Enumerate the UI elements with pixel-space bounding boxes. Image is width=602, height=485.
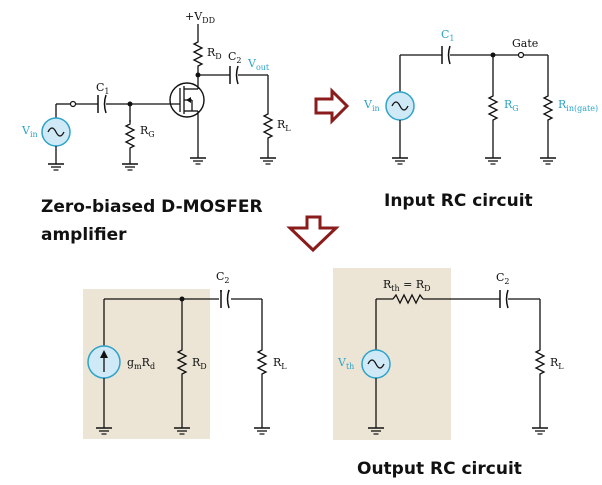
load-resistor — [257, 345, 267, 379]
input-terminal — [69, 100, 77, 108]
caption-amplifier: amplifier — [41, 225, 127, 245]
ground-icon — [253, 421, 271, 435]
right-arrow-icon — [314, 87, 350, 125]
ground-icon — [47, 157, 65, 171]
output-equivalent-current: gmRd RD C2 RL — [87, 270, 287, 435]
vth-label: Vth — [337, 356, 354, 371]
rg-label: RG — [140, 124, 155, 139]
input-rc-circuit: C1 Gate RG Rin(gate) Vin — [363, 28, 598, 165]
gate-resistor — [125, 119, 135, 153]
c2-label: C2 — [496, 271, 510, 286]
ground-icon — [189, 151, 207, 165]
ground-icon — [484, 151, 502, 165]
thevenin-source-icon — [361, 349, 391, 379]
amplifier-circuit: +VDD RD C2 Vout RL RG — [21, 10, 291, 171]
drain-resistor — [193, 37, 203, 71]
rl-label: RL — [273, 356, 287, 371]
ground-icon — [259, 151, 277, 165]
capacitor-c1 — [441, 45, 451, 65]
caption-input-rc: Input RC circuit — [384, 191, 533, 211]
vout-label: Vout — [247, 57, 270, 72]
load-resistor — [263, 109, 273, 143]
gate-resistor — [488, 91, 498, 125]
rg-label: RG — [504, 98, 519, 113]
capacitor-c1 — [97, 94, 107, 114]
thevenin-resistor — [392, 293, 424, 305]
load-resistor — [535, 345, 545, 379]
capacitor-c2 — [499, 289, 509, 309]
rth-equals-rd-label: Rth = RD — [383, 278, 431, 293]
input-resistance — [543, 91, 553, 125]
rl-label: RL — [550, 356, 564, 371]
input-source-icon — [41, 117, 71, 147]
gm-rd-label: gmRd — [127, 356, 155, 371]
vin-label: Vin — [21, 124, 38, 139]
ground-icon — [391, 151, 409, 165]
ground-icon — [121, 157, 139, 171]
mosfet-symbol — [169, 82, 205, 118]
capacitor-c2 — [229, 65, 239, 85]
c1-label: C1 — [441, 28, 455, 43]
output-panel-shaded — [333, 268, 451, 440]
c2-label: C2 — [216, 270, 230, 285]
vdd-label: +VDD — [185, 10, 215, 25]
rd-label: RD — [207, 46, 222, 61]
caption-zero-biased: Zero-biased D-MOSFER — [41, 197, 263, 217]
ground-icon — [539, 151, 557, 165]
caption-output-rc: Output RC circuit — [357, 459, 522, 479]
ground-icon — [531, 421, 549, 435]
input-source-icon — [385, 91, 415, 121]
gate-terminal — [517, 51, 525, 59]
down-arrow-icon — [286, 215, 340, 253]
output-equivalent-thevenin: Rth = RD C2 RL Vth — [337, 271, 564, 435]
c1-label: C1 — [96, 81, 110, 96]
gate-label: Gate — [512, 37, 538, 50]
rin-gate-label: Rin(gate) — [558, 98, 598, 113]
c2-label: C2 — [228, 50, 242, 65]
vin-label: Vin — [363, 98, 380, 113]
rl-label: RL — [277, 118, 291, 133]
rd-label: RD — [192, 356, 207, 371]
